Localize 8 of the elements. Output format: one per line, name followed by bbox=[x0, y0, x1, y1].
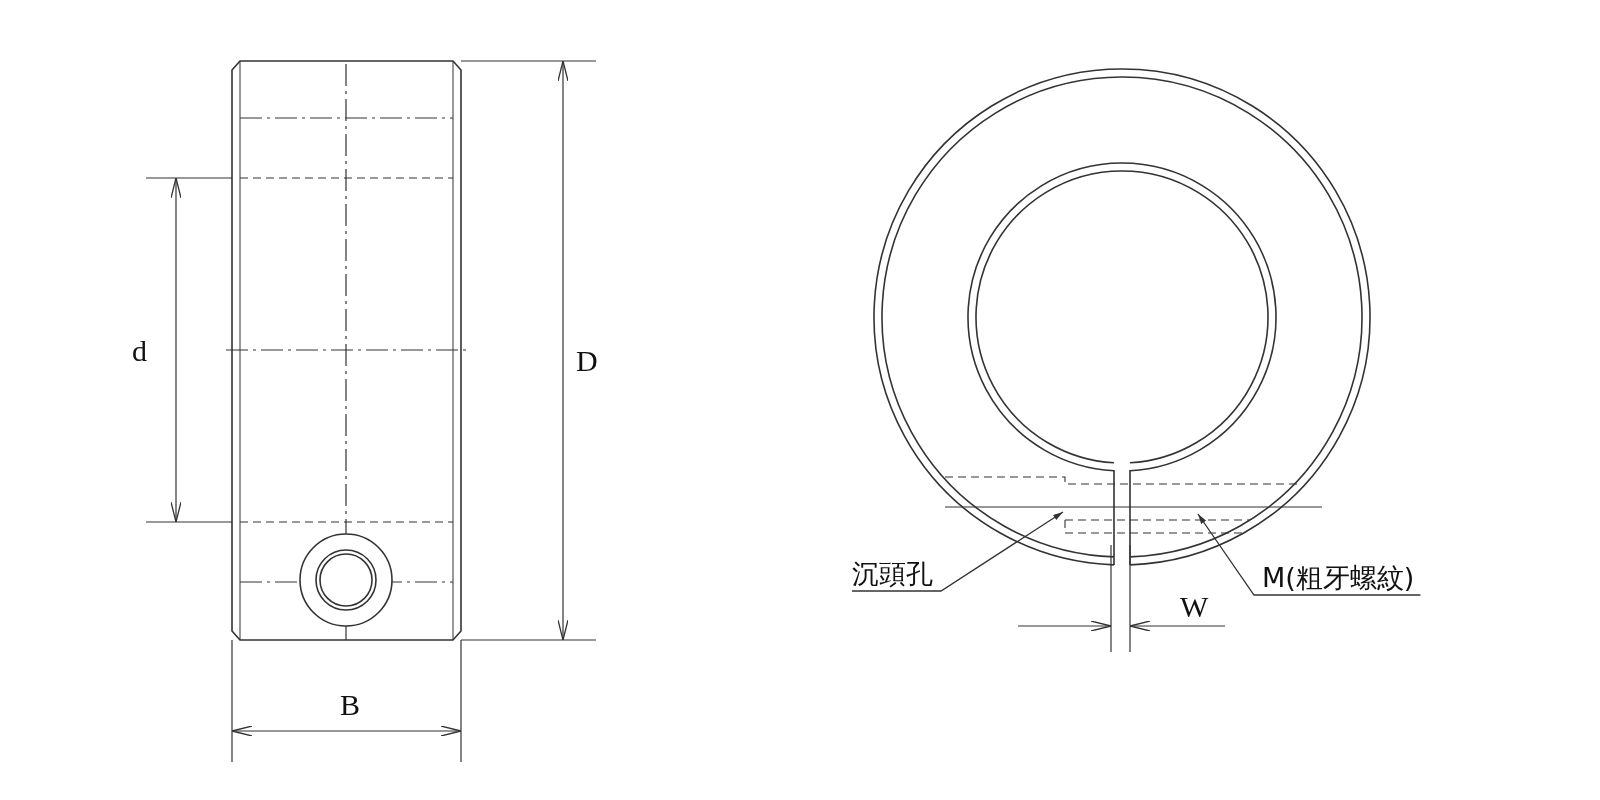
leader-line bbox=[851, 511, 1064, 592]
dimension-label: W bbox=[1180, 592, 1209, 622]
dimension-label: D bbox=[576, 346, 598, 376]
dimension-label: d bbox=[132, 336, 147, 366]
dimension-label: B bbox=[340, 690, 360, 720]
callout-label: M(粗牙螺紋) bbox=[1262, 564, 1415, 591]
leader-line bbox=[1197, 513, 1422, 596]
callout-label: 沉頭孔 bbox=[852, 560, 933, 587]
